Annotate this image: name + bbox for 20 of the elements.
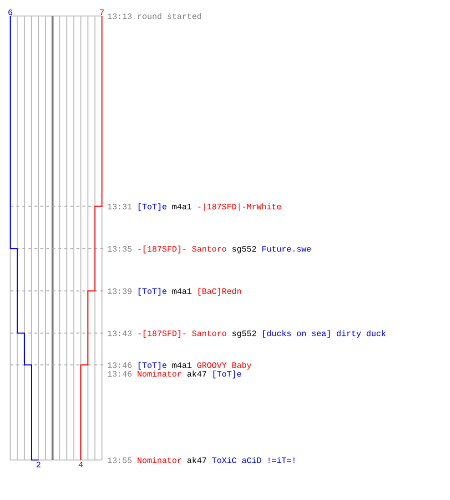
count-label: 6 [8,9,12,16]
time-label: 13:46 [108,371,132,377]
log-entry: [ToT]e m4a1 -|187SFD|-MrWhite [138,203,281,212]
time-label: 13:55 [108,457,132,464]
time-label: 13:35 [108,246,132,252]
time-label: 13:13 [108,13,132,20]
time-label: 13:39 [108,288,132,294]
log-entry: [ToT]e m4a1 [BaC]Redn [138,288,241,296]
log-entry: Nominator ak47 ToXiC aCiD !=iT=! [138,456,294,464]
log-entry: Nominator ak47 [ToT]e [138,370,242,378]
time-label: 13:31 [108,204,132,210]
log-entry: [ToT]e m4a1 GROOVY Baby [138,362,252,370]
time-label: 13:43 [108,330,132,336]
log-entry: -[187SFD]- Santoro sg552 Future.swe [138,246,311,254]
count-label: 4 [78,462,83,468]
count-label: 2 [36,462,40,468]
count-label: 7 [100,10,104,15]
log-entry: -[187SFD]- Santoro sg552 [ducks on sea] dirty duck [138,330,386,338]
log-entry: round started [138,13,202,20]
time-label: 13:46 [108,362,132,368]
